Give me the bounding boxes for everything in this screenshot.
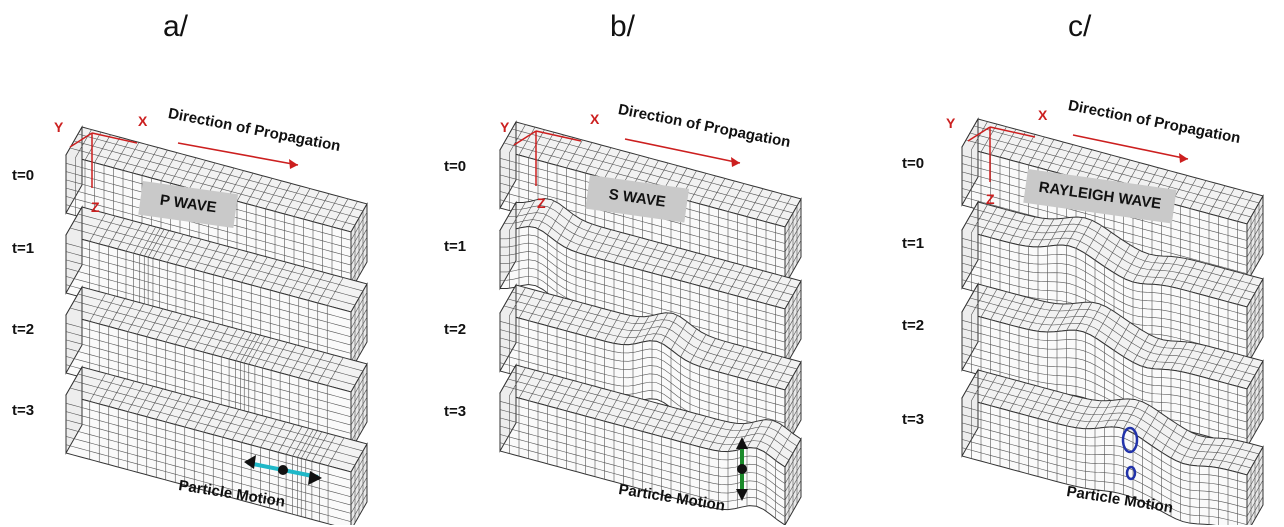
axes [69,132,138,188]
propagation-arrow [624,138,741,164]
time-label-0: t=0 [902,155,925,172]
time-label-2: t=2 [12,321,35,338]
time-label-2: t=2 [444,321,467,338]
rayleigh-wave-panel: Y X Z Direction of Propagation RAYLEIGH … [898,95,1268,525]
mesh-block [961,368,1264,525]
y-axis-label: Y [54,119,64,135]
p-wave-blocks [65,125,368,525]
s-wave-blocks [499,120,802,525]
panel-a-label: a/ [163,10,189,43]
time-label-3: t=3 [12,402,35,419]
x-axis-label: X [1038,107,1048,123]
propagation-arrow [1072,134,1189,160]
time-label-3: t=3 [902,411,925,428]
time-label-1: t=1 [902,235,925,252]
propagation-arrow [177,142,299,166]
mesh-block [961,282,1264,449]
mesh-block [499,363,802,525]
time-label-0: t=0 [12,167,35,184]
x-axis-label: X [138,113,148,129]
time-label-1: t=1 [444,238,467,255]
panel-c-label: c/ [1068,10,1092,43]
axes [513,130,582,186]
particle-motion-orbit-small [1125,465,1137,481]
y-axis-label: Y [500,119,510,135]
p-wave-panel: Y X Z Direction of Propagation P WAVE t=… [8,95,378,525]
x-axis-label: X [590,111,600,127]
time-label-3: t=3 [444,403,467,420]
mesh-block [499,283,802,450]
s-wave-panel: Y X Z Direction of Propagation S WAVE t=… [440,95,810,525]
axes [967,126,1036,182]
z-axis-label: Z [91,199,100,215]
y-axis-label: Y [946,115,956,131]
mesh-block [65,365,368,525]
z-axis-label: Z [986,191,995,207]
particle-motion-orbit [1121,426,1139,454]
time-label-0: t=0 [444,158,467,175]
mesh-block [65,285,368,452]
time-label-1: t=1 [12,240,35,257]
panel-b-label: b/ [610,10,636,43]
rayleigh-wave-blocks [961,117,1264,525]
z-axis-label: Z [537,195,546,211]
time-label-2: t=2 [902,317,925,334]
mesh-block [499,198,802,369]
mesh-block [499,120,802,287]
